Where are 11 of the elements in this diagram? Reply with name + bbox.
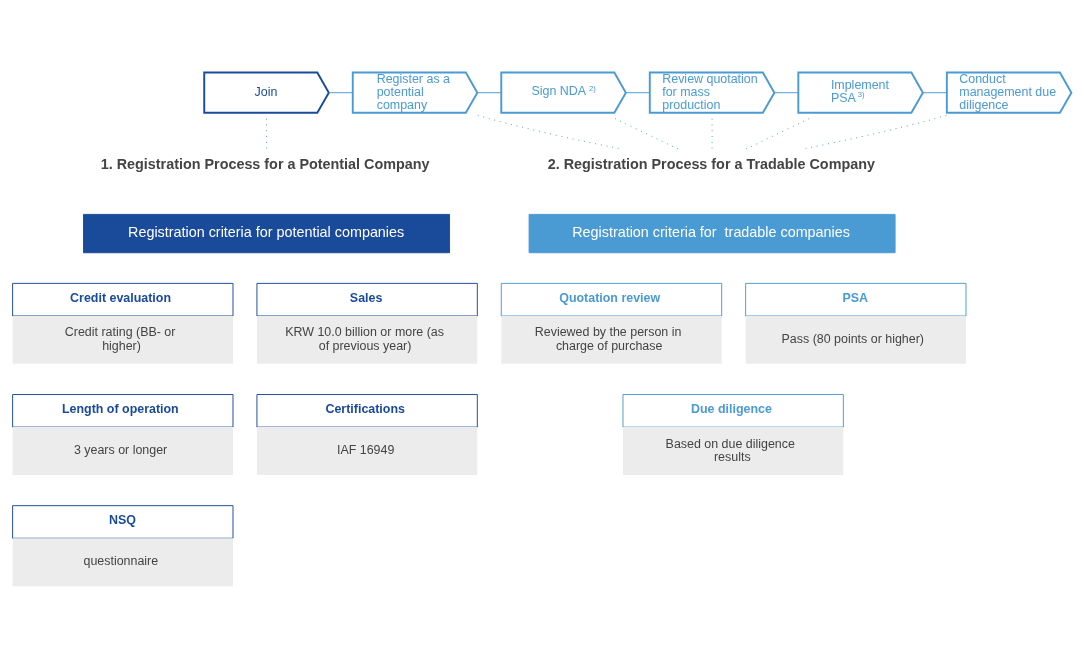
node-box: Registration criteria for potential companies xyxy=(83,213,451,254)
connector xyxy=(476,92,502,94)
connector xyxy=(922,92,947,94)
node-text: 2. Registration Process for a Tradable Company xyxy=(547,155,875,172)
node-text: 1. Registration Process for a Potential Company xyxy=(100,155,430,172)
connector xyxy=(625,92,650,94)
connector xyxy=(614,118,679,150)
connector xyxy=(773,92,799,94)
node-box: Registration criteria for tradable companies xyxy=(528,213,896,254)
connector xyxy=(328,92,353,94)
connector xyxy=(745,118,810,150)
